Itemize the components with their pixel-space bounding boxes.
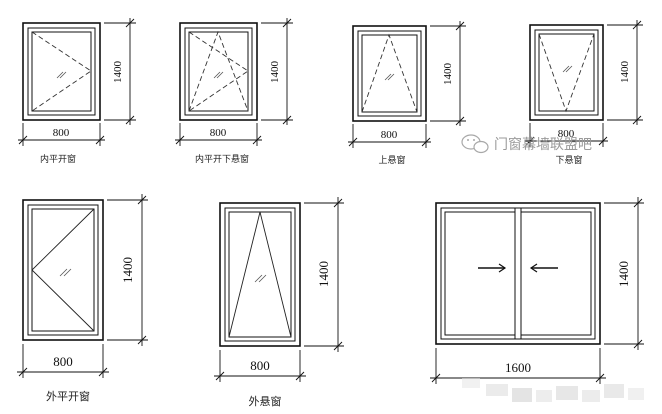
glass-hatch-icon: [56, 71, 67, 79]
width-label: 800: [381, 129, 398, 141]
outer-frame: [435, 202, 601, 345]
right-glass-pane: [520, 211, 592, 336]
caption: 上悬窗: [378, 154, 405, 166]
opening-indicator: [361, 33, 418, 113]
opening-indicator: [538, 33, 595, 113]
glass-pane: [188, 31, 249, 112]
inner-frame: [440, 207, 596, 340]
sash-frame: [184, 27, 253, 116]
window-outward-top-hung: 1400 800 外悬窗: [214, 197, 344, 408]
sash-frame: [27, 27, 96, 116]
glass-hatch-icon: [213, 71, 224, 79]
glass-pane: [31, 208, 95, 332]
caption: 下悬窗: [555, 154, 582, 166]
outer-frame: [179, 22, 258, 121]
width-label: 1600: [505, 360, 531, 375]
window-inward-casement: 1400 800 内平开窗: [18, 18, 136, 165]
glass-pane: [361, 34, 418, 113]
height-label: 1400: [616, 261, 631, 287]
width-label: 800: [250, 358, 270, 373]
outer-frame: [22, 199, 104, 341]
arrow-left-icon: [529, 263, 558, 273]
left-glass-pane: [444, 211, 516, 336]
opening-indicator: [228, 211, 292, 338]
sash-frame: [534, 29, 599, 116]
height-label: 1400: [120, 257, 135, 283]
arrow-right-icon: [478, 263, 507, 273]
opening-indicator-tilt: [188, 30, 249, 112]
width-label: 800: [53, 354, 73, 369]
glass-hatch-icon: [59, 268, 72, 277]
opening-indicator-casement: [188, 31, 249, 112]
caption: 外悬窗: [249, 394, 282, 408]
width-label: 800: [210, 127, 227, 139]
blurred-strip: [462, 378, 644, 402]
width-label: 800: [558, 128, 575, 140]
glass-pane: [31, 31, 92, 112]
watermark-text: 门窗幕墙联盟吧: [494, 136, 592, 153]
glass-hatch-icon: [562, 65, 573, 73]
outer-frame: [352, 25, 427, 122]
caption: 内平开窗: [40, 153, 76, 165]
outer-frame: [529, 24, 604, 121]
window-sliding: 1400 1600: [430, 197, 644, 384]
opening-indicator: [31, 208, 95, 332]
height-label: 1400: [316, 261, 331, 287]
height-label: 1400: [112, 61, 124, 84]
window-bottom-hung: 1400 800 下悬窗: [525, 20, 643, 166]
height-label: 1400: [619, 61, 631, 84]
outer-frame: [219, 202, 301, 347]
window-outward-casement: 1400 800 外平开窗: [17, 194, 148, 403]
height-label: 1400: [442, 63, 454, 86]
window-top-hung: 1400 800 上悬窗: [348, 21, 466, 166]
wechat-icon: [461, 134, 489, 154]
caption: 内平开下悬窗: [195, 153, 249, 165]
glass-hatch-icon: [384, 73, 395, 81]
caption: 外平开窗: [46, 389, 90, 403]
outer-frame: [22, 22, 101, 121]
glass-pane: [228, 211, 292, 338]
watermark: 门窗幕墙联盟吧: [461, 134, 592, 154]
sash-frame: [27, 204, 99, 336]
sash-frame: [224, 207, 296, 342]
width-label: 800: [53, 127, 70, 139]
sash-frame: [357, 30, 422, 117]
glass-pane: [538, 33, 595, 112]
glass-hatch-icon: [254, 274, 267, 283]
opening-indicator: [31, 31, 92, 112]
height-label: 1400: [269, 61, 281, 84]
window-tilt-turn: 1400 800 内平开下悬窗: [175, 18, 293, 165]
